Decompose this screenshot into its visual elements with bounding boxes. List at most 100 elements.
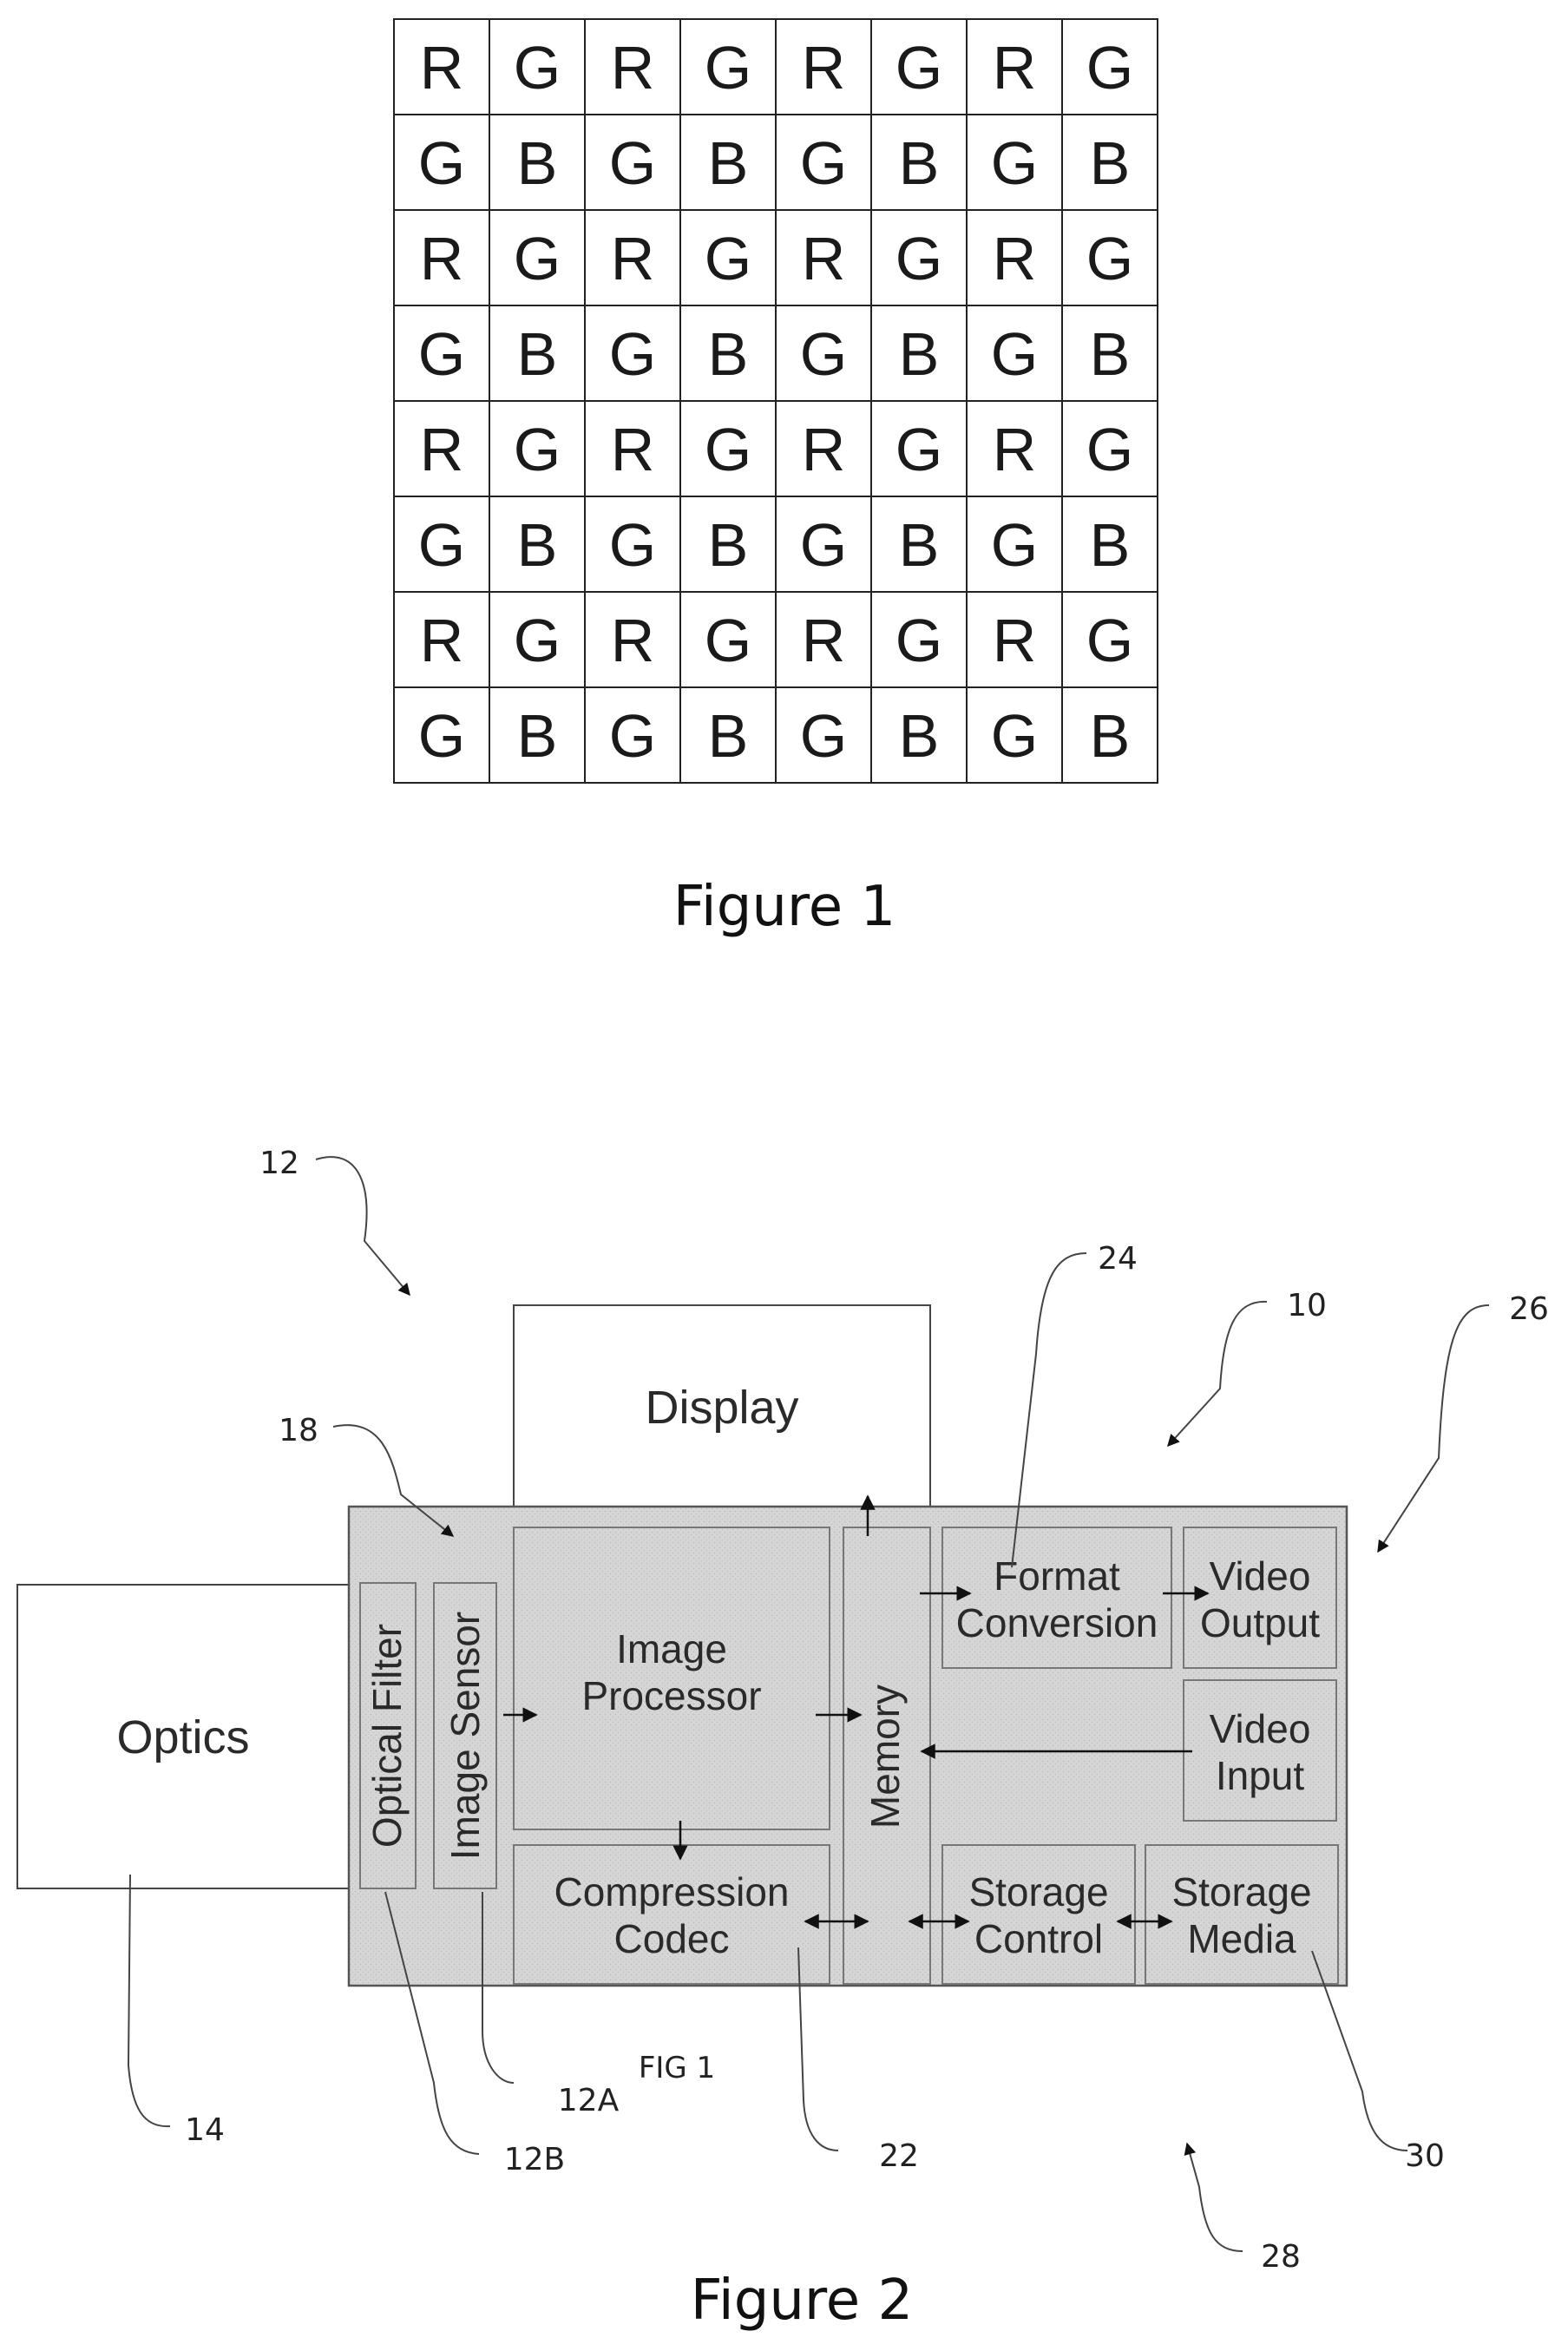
bayer-cell-letter: R (611, 416, 655, 483)
bayer-cell-letter: B (708, 320, 749, 388)
bayer-cell-letter: B (708, 129, 749, 197)
bayer-cell-letter: G (896, 607, 942, 674)
bayer-cell-letter: G (1086, 34, 1133, 102)
video-output-line2: Output (1200, 1600, 1320, 1645)
ref-30: 30 (1405, 2138, 1445, 2174)
optics-label: Optics (116, 1711, 249, 1763)
bayer-cell-letter: G (896, 34, 942, 102)
bayer-cell-letter: R (802, 416, 846, 483)
image-sensor-label: Image Sensor (443, 1612, 488, 1860)
bayer-cell-letter: G (991, 511, 1038, 579)
bayer-cell-letter: G (1086, 225, 1133, 292)
bayer-cell-letter: B (899, 511, 940, 579)
leader-14 (128, 1875, 170, 2126)
bayer-cell-letter: G (514, 225, 561, 292)
bayer-cell-letter: G (800, 702, 847, 770)
video-input-line1: Video (1210, 1706, 1311, 1751)
bayer-cell-letter: G (800, 129, 847, 197)
bayer-cell-letter: G (705, 225, 751, 292)
leader-12 (316, 1157, 410, 1295)
optical-filter-label: Optical Filter (364, 1624, 410, 1848)
bayer-cell-letter: G (514, 416, 561, 483)
bayer-cell-letter: G (609, 511, 656, 579)
bayer-cell-letter: B (517, 129, 558, 197)
bayer-cell-letter: R (802, 225, 846, 292)
display-label: Display (645, 1382, 798, 1434)
bayer-cell-letter: G (1086, 607, 1133, 674)
bayer-cell-letter: B (708, 702, 749, 770)
figure2-caption: Figure 2 (691, 2269, 913, 2333)
bayer-cell-letter: G (705, 416, 751, 483)
ref-12: 12 (259, 1146, 299, 1181)
image-processor-line2: Processor (581, 1673, 761, 1718)
bayer-cell-letter: R (420, 225, 464, 292)
compression-codec-line1: Compression (554, 1869, 790, 1914)
compression-codec-line2: Codec (614, 1916, 730, 1961)
bayer-cell-letter: G (418, 511, 465, 579)
bayer-cell-letter: R (611, 607, 655, 674)
bayer-cell-letter: B (899, 702, 940, 770)
bayer-cell-letter: R (993, 607, 1037, 674)
bayer-filter-grid: RGRGRGRGGBGBGBGBRGRGRGRGGBGBGBGBRGRGRGRG… (394, 19, 1158, 783)
bayer-cell-letter: B (1090, 129, 1131, 197)
bayer-cell-letter: G (800, 511, 847, 579)
ref-26: 26 (1509, 1291, 1549, 1327)
bayer-cell-letter: G (609, 702, 656, 770)
compression-codec-block (514, 1845, 830, 1984)
leader-28 (1187, 2144, 1243, 2251)
bayer-cell-letter: G (418, 129, 465, 197)
video-output-line1: Video (1210, 1553, 1311, 1599)
storage-control-line2: Control (974, 1916, 1103, 1961)
format-conversion-line2: Conversion (956, 1600, 1158, 1645)
bayer-cell-letter: G (705, 607, 751, 674)
bayer-cell-letter: G (991, 702, 1038, 770)
bayer-cell-letter: G (705, 34, 751, 102)
bayer-cell-letter: B (1090, 511, 1131, 579)
storage-control-block (942, 1845, 1135, 1984)
bayer-cell-letter: G (514, 607, 561, 674)
bayer-cell-letter: G (1086, 416, 1133, 483)
bayer-cell-letter: G (896, 416, 942, 483)
video-input-line2: Input (1216, 1753, 1305, 1798)
leader-26 (1378, 1305, 1489, 1552)
leader-10 (1168, 1302, 1267, 1446)
bayer-cell-letter: R (611, 34, 655, 102)
bayer-cell-letter: B (899, 320, 940, 388)
ref-12B: 12B (504, 2142, 566, 2177)
ref-22: 22 (879, 2138, 919, 2174)
ref-12A: 12A (558, 2083, 620, 2118)
bayer-cell-letter: R (611, 225, 655, 292)
bayer-cell-letter: R (420, 34, 464, 102)
storage-control-line1: Storage (968, 1869, 1108, 1914)
bayer-cell-letter: G (609, 320, 656, 388)
bayer-cell-letter: B (517, 702, 558, 770)
bayer-cell-letter: R (420, 607, 464, 674)
ref-14: 14 (185, 2112, 225, 2148)
bayer-cell-letter: B (899, 129, 940, 197)
bayer-cell-letter: R (802, 607, 846, 674)
ref-18: 18 (279, 1413, 318, 1448)
image-processor-line1: Image (616, 1626, 727, 1671)
bayer-cell-letter: B (517, 511, 558, 579)
storage-media-block (1145, 1845, 1338, 1984)
storage-media-line2: Media (1187, 1916, 1296, 1961)
bayer-cell-letter: G (514, 34, 561, 102)
bayer-cell-letter: B (517, 320, 558, 388)
bayer-cell-letter: R (802, 34, 846, 102)
bayer-cell-letter: B (708, 511, 749, 579)
bayer-cell-letter: B (1090, 320, 1131, 388)
bayer-cell-letter: G (418, 320, 465, 388)
bayer-cell-letter: G (896, 225, 942, 292)
bayer-cell-letter: B (1090, 702, 1131, 770)
bayer-cell-letter: R (993, 416, 1037, 483)
bayer-cell-letter: G (991, 129, 1038, 197)
ref-10: 10 (1287, 1288, 1327, 1323)
ref-28: 28 (1261, 2239, 1301, 2275)
bayer-cell-letter: R (420, 416, 464, 483)
figure1-caption: Figure 1 (673, 875, 896, 939)
bayer-cell-letter: G (991, 320, 1038, 388)
fig1-inner-label: FIG 1 (639, 2051, 715, 2085)
bayer-cell-letter: G (418, 702, 465, 770)
